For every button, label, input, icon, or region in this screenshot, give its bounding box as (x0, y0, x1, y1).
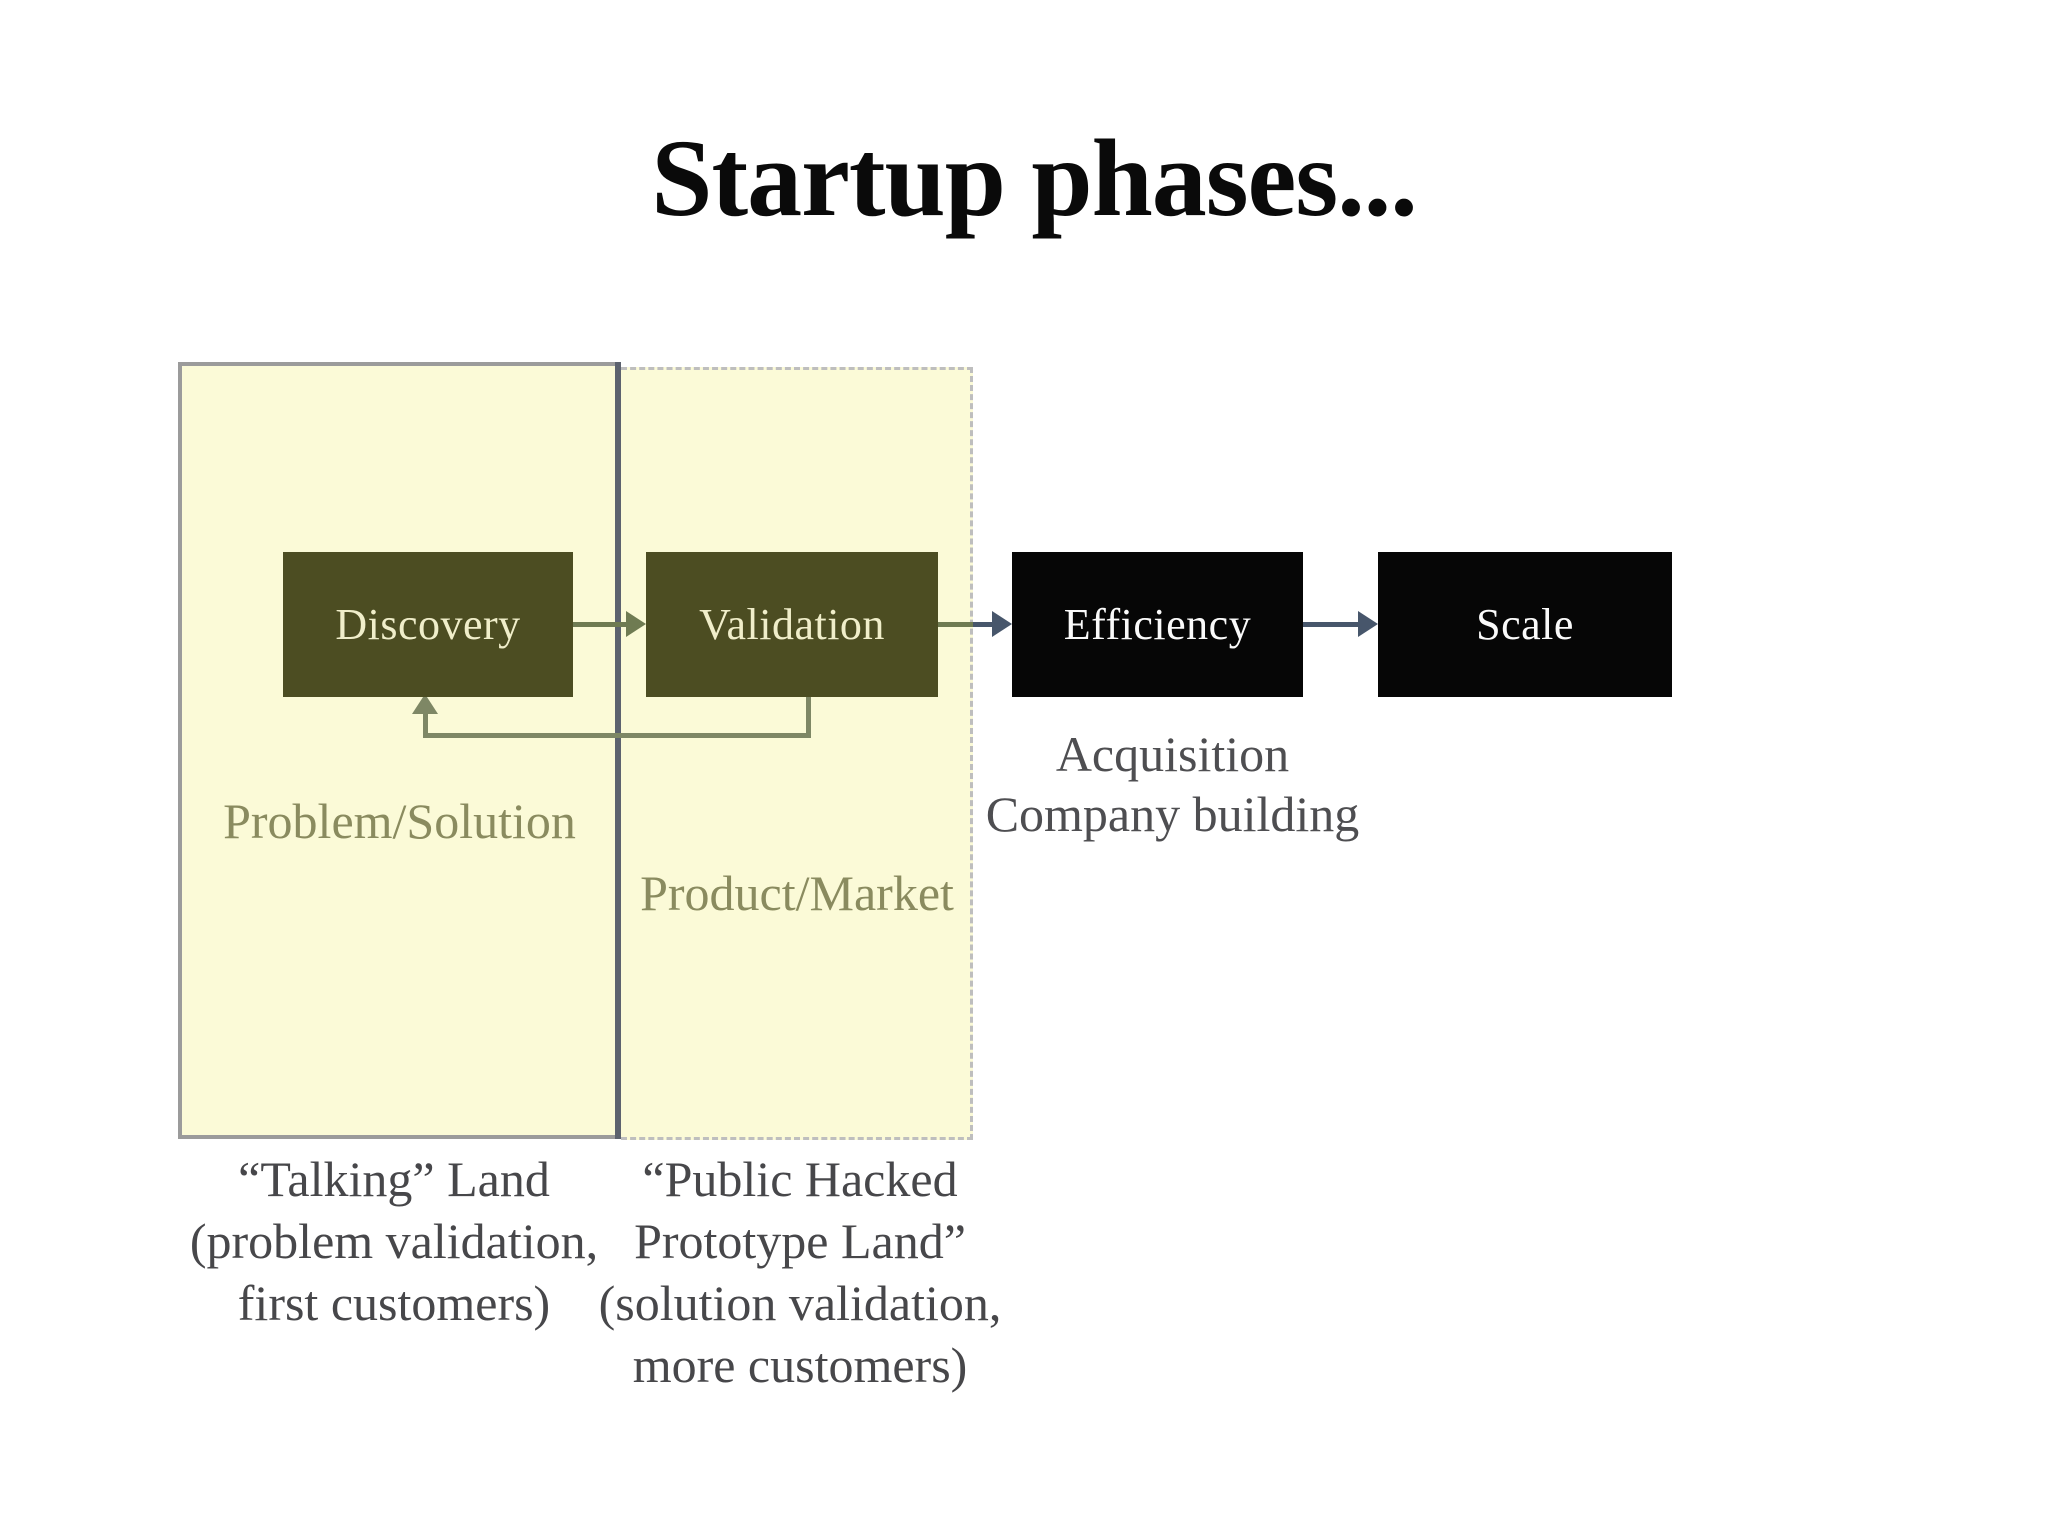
arrow-discovery-to-validation (573, 622, 626, 627)
phase-label: Validation (699, 600, 885, 649)
feedback-loop-segment (423, 713, 428, 738)
annotation-line: Acquisition (1055, 726, 1290, 782)
feedback-loop-segment (423, 733, 811, 738)
phase-box-discovery: Discovery (283, 552, 573, 697)
problem-solution-panel (178, 362, 621, 1139)
caption-line: (solution validation, (598, 1275, 1002, 1331)
phase-label: Efficiency (1063, 600, 1252, 649)
phase-label: Scale (1476, 600, 1574, 649)
phase-box-efficiency: Efficiency (1012, 552, 1303, 697)
caption-line: “Public Hacked (642, 1151, 958, 1207)
slide-title: Startup phases... (651, 116, 1417, 239)
phase-label: Discovery (335, 600, 521, 649)
caption-line: more customers) (632, 1337, 968, 1393)
arrowhead-right-icon (1358, 611, 1378, 637)
efficiency-annotation: Acquisition Company building (965, 724, 1380, 844)
talking-land-caption: “Talking” Land (problem validation, firs… (170, 1148, 618, 1334)
annotation-line: Company building (985, 786, 1360, 842)
phase-box-scale: Scale (1378, 552, 1672, 697)
arrowhead-right-icon (626, 611, 646, 637)
arrow-validation-to-efficiency (938, 622, 992, 627)
zone-label-product-market: Product/Market (640, 865, 954, 921)
caption-line: Prototype Land” (634, 1213, 966, 1269)
phase-box-validation: Validation (646, 552, 938, 697)
caption-line: “Talking” Land (238, 1151, 550, 1207)
feedback-arrow-up-icon (412, 694, 438, 714)
zone-label-problem-solution: Problem/Solution (223, 793, 576, 849)
feedback-loop-segment (806, 697, 811, 738)
caption-line: (problem validation, (189, 1213, 599, 1269)
panel-divider-line (615, 362, 621, 1139)
caption-line: first customers) (237, 1275, 551, 1331)
product-market-panel (621, 367, 973, 1140)
prototype-land-caption: “Public Hacked Prototype Land” (solution… (598, 1148, 1002, 1396)
arrowhead-right-icon (992, 611, 1012, 637)
arrow-efficiency-to-scale (1303, 622, 1358, 627)
